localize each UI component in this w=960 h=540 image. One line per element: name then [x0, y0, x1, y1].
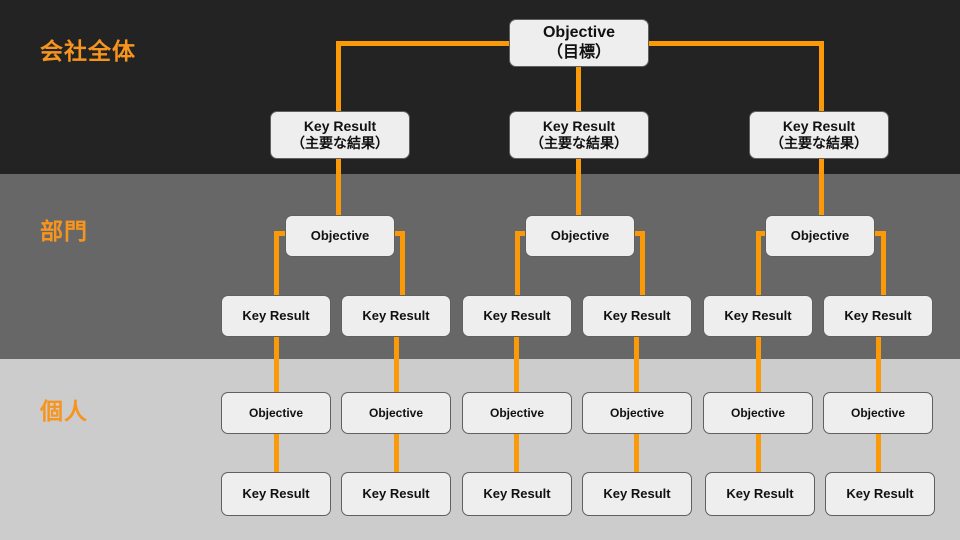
connector-company-kr2-to-dept-obj2	[576, 157, 581, 217]
node-label-line1: Key Result	[242, 308, 310, 324]
connector-dept-g3-stub-right	[870, 231, 886, 236]
node-dept-key-result-3[interactable]: Key Result	[462, 295, 572, 337]
connector-dept-kr5-to-indiv-obj5	[756, 337, 761, 394]
node-indiv-key-result-1[interactable]: Key Result	[221, 472, 331, 516]
node-label-line2: （主要な結果）	[770, 135, 868, 151]
node-label-line1: Key Result	[483, 486, 551, 502]
node-indiv-key-result-2[interactable]: Key Result	[341, 472, 451, 516]
node-label-line1: Objective	[730, 405, 786, 420]
connector-dept-g1-stub-left	[274, 231, 290, 236]
node-label-line1: Objective	[542, 24, 616, 42]
connector-dept-g2-drop-left	[515, 231, 520, 297]
connector-dept-kr3-to-indiv-obj3	[514, 337, 519, 394]
connector-indiv-obj5-to-kr5	[756, 432, 761, 474]
node-label-line1: Key Result	[846, 486, 914, 502]
connector-company-drop-3	[819, 41, 824, 113]
connector-indiv-obj1-to-kr1	[274, 432, 279, 474]
node-label-line1: Key Result	[844, 308, 912, 324]
connector-dept-g2-drop-right	[640, 231, 645, 297]
node-label-line1: Objective	[850, 405, 906, 420]
node-indiv-objective-6[interactable]: Objective	[823, 392, 933, 434]
connector-company-kr3-to-dept-obj3	[819, 157, 824, 217]
connector-dept-g1-drop-right	[400, 231, 405, 297]
node-indiv-key-result-5[interactable]: Key Result	[705, 472, 815, 516]
node-company-key-result-1[interactable]: Key Result （主要な結果）	[270, 111, 410, 159]
connector-dept-kr6-to-indiv-obj6	[876, 337, 881, 394]
node-indiv-objective-4[interactable]: Objective	[582, 392, 692, 434]
node-label-line2: （主要な結果）	[530, 135, 628, 151]
connector-dept-g3-stub-left	[756, 231, 772, 236]
node-label-line1: Objective	[550, 228, 610, 244]
node-company-key-result-2[interactable]: Key Result （主要な結果）	[509, 111, 649, 159]
connector-indiv-obj3-to-kr3	[514, 432, 519, 474]
node-label-line1: Objective	[609, 405, 665, 420]
node-label-line2: （主要な結果）	[291, 135, 389, 151]
node-label-line1: Key Result	[724, 308, 792, 324]
node-indiv-objective-5[interactable]: Objective	[703, 392, 813, 434]
connector-company-bus-left	[336, 41, 512, 46]
node-indiv-key-result-6[interactable]: Key Result	[825, 472, 935, 516]
node-dept-objective-3[interactable]: Objective	[765, 215, 875, 257]
connector-dept-kr2-to-indiv-obj2	[394, 337, 399, 394]
connector-dept-g2-stub-right	[629, 231, 645, 236]
node-label-line1: Objective	[248, 405, 304, 420]
node-indiv-objective-2[interactable]: Objective	[341, 392, 451, 434]
band-title-company: 会社全体	[40, 38, 136, 64]
node-dept-key-result-2[interactable]: Key Result	[341, 295, 451, 337]
connector-company-bus-right	[648, 41, 824, 46]
connector-indiv-obj4-to-kr4	[634, 432, 639, 474]
node-label-line1: Key Result	[242, 486, 310, 502]
node-label-line1: Key Result	[303, 117, 377, 134]
connector-dept-g3-drop-right	[881, 231, 886, 297]
connector-company-drop-2	[576, 66, 581, 113]
node-indiv-key-result-4[interactable]: Key Result	[582, 472, 692, 516]
node-label-line1: Key Result	[483, 308, 551, 324]
connector-indiv-obj6-to-kr6	[876, 432, 881, 474]
band-title-department: 部門	[40, 218, 88, 244]
band-title-individual: 個人	[40, 398, 88, 424]
node-indiv-key-result-3[interactable]: Key Result	[462, 472, 572, 516]
node-label-line1: Key Result	[362, 486, 430, 502]
node-label-line1: Objective	[310, 228, 370, 244]
node-label-line1: Key Result	[603, 486, 671, 502]
node-dept-key-result-4[interactable]: Key Result	[582, 295, 692, 337]
node-label-line1: Key Result	[362, 308, 430, 324]
node-company-key-result-3[interactable]: Key Result （主要な結果）	[749, 111, 889, 159]
connector-dept-g1-stub-right	[389, 231, 405, 236]
connector-dept-kr4-to-indiv-obj4	[634, 337, 639, 394]
node-label-line1: Key Result	[782, 117, 856, 134]
node-label-line2: （目標）	[546, 44, 611, 61]
node-label-line1: Key Result	[603, 308, 671, 324]
node-indiv-objective-3[interactable]: Objective	[462, 392, 572, 434]
node-dept-key-result-6[interactable]: Key Result	[823, 295, 933, 337]
connector-company-kr1-to-dept-obj1	[336, 157, 341, 217]
node-label-line1: Objective	[790, 228, 850, 244]
node-dept-objective-1[interactable]: Objective	[285, 215, 395, 257]
node-label-line1: Key Result	[726, 486, 794, 502]
connector-dept-g1-drop-left	[274, 231, 279, 297]
connector-indiv-obj2-to-kr2	[394, 432, 399, 474]
connector-company-drop-1	[336, 41, 341, 113]
node-label-line1: Objective	[368, 405, 424, 420]
node-company-objective[interactable]: Objective （目標）	[509, 19, 649, 67]
node-indiv-objective-1[interactable]: Objective	[221, 392, 331, 434]
node-dept-key-result-5[interactable]: Key Result	[703, 295, 813, 337]
node-dept-objective-2[interactable]: Objective	[525, 215, 635, 257]
node-dept-key-result-1[interactable]: Key Result	[221, 295, 331, 337]
node-label-line1: Objective	[489, 405, 545, 420]
connector-dept-g3-drop-left	[756, 231, 761, 297]
node-label-line1: Key Result	[542, 117, 616, 134]
connector-dept-kr1-to-indiv-obj1	[274, 337, 279, 394]
connector-dept-g2-stub-left	[515, 231, 531, 236]
